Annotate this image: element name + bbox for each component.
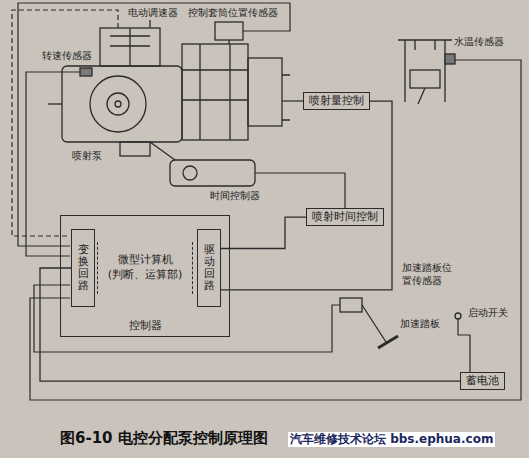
governor-detail — [110, 28, 150, 66]
node-text: 蓄电池 — [466, 374, 499, 388]
pedal-lever — [362, 305, 386, 342]
engine-detail — [415, 40, 435, 104]
part-label: 水温传感器 — [452, 36, 506, 49]
watermark: 汽车维修技术论坛 bbs.ephua.com — [288, 432, 495, 447]
timer-piston — [183, 166, 197, 180]
sleeve-sensor-wire — [18, 3, 290, 246]
timing-wire — [255, 173, 345, 208]
node-text: 驱动回路 — [204, 244, 215, 292]
battery-box: 蓄电池 — [460, 372, 505, 390]
piston — [410, 70, 440, 88]
pump-rotor — [90, 76, 146, 132]
figure-caption: 图6-10 电控分配泵控制原理图 — [60, 429, 268, 448]
solenoid — [120, 142, 150, 156]
delivery-valve-block — [248, 58, 282, 126]
computer-box: 微型计算机 (判断、运算部) — [97, 242, 193, 294]
pump-head-detail — [182, 44, 248, 140]
sensor-stem — [228, 40, 229, 44]
pump-rotor-hub — [107, 93, 129, 115]
temp-sensor — [445, 54, 455, 64]
outlet-stub — [282, 75, 290, 120]
controller-box: 控制器 变换回路 微型计算机 (判断、运算部) 驱动回路 — [60, 215, 230, 337]
control-box: 喷射时间控制 — [306, 208, 384, 226]
drive-shaft — [48, 103, 62, 104]
governor-wire — [12, 10, 118, 236]
temp-sensor-wire — [30, 60, 521, 400]
engine-drawing — [398, 40, 455, 104]
pedal-drawing — [340, 298, 461, 348]
switch-wire — [458, 319, 470, 372]
quantity-wire — [282, 100, 303, 101]
part-label: 电动调速器 — [126, 7, 180, 20]
leader-line — [149, 20, 150, 28]
part-label: 启动开关 — [466, 307, 510, 320]
pedal-pad — [378, 336, 398, 348]
part-label: 时间控制器 — [208, 190, 262, 203]
part-label: 控制套筒位置传感器 — [186, 7, 280, 20]
node-text: 控制器 — [61, 319, 229, 333]
pump-head — [182, 44, 248, 140]
circuit-box: 驱动回路 — [197, 229, 221, 307]
sleeve-sensor — [215, 22, 243, 40]
node-text: 喷射量控制 — [309, 94, 364, 108]
timer-body — [170, 160, 255, 186]
part-label: 喷射泵 — [70, 150, 104, 163]
pump-shaft — [115, 101, 121, 107]
wires — [12, 3, 521, 400]
connector-wire — [40, 268, 460, 381]
connector-wire — [221, 217, 306, 248]
pump-drawing — [48, 20, 290, 186]
switch-symbol — [455, 313, 461, 319]
part-label: 加速踏板 — [398, 318, 442, 331]
cylinder-wall — [398, 40, 452, 102]
node-text: 喷射时间控制 — [312, 210, 378, 224]
pump-housing — [62, 66, 182, 142]
node-text: 变换回路 — [78, 244, 89, 292]
part-label: 加速踏板位置传感器 — [400, 262, 462, 287]
node-text: 微型计算机 (判断、运算部) — [103, 253, 187, 283]
circuit-box: 变换回路 — [71, 229, 95, 307]
governor-body — [100, 28, 160, 66]
part-label: 转速传感器 — [40, 50, 94, 63]
speed-sensor — [80, 68, 92, 76]
timer-link — [150, 142, 175, 160]
pedal-sensor — [340, 298, 362, 312]
control-box: 喷射量控制 — [303, 92, 370, 110]
